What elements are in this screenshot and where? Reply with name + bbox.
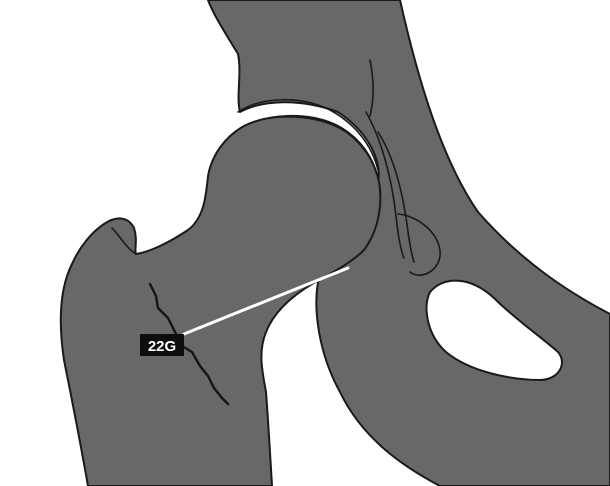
needle-gauge-badge: 22G: [140, 334, 184, 356]
needle-gauge-label: 22G: [148, 338, 176, 355]
